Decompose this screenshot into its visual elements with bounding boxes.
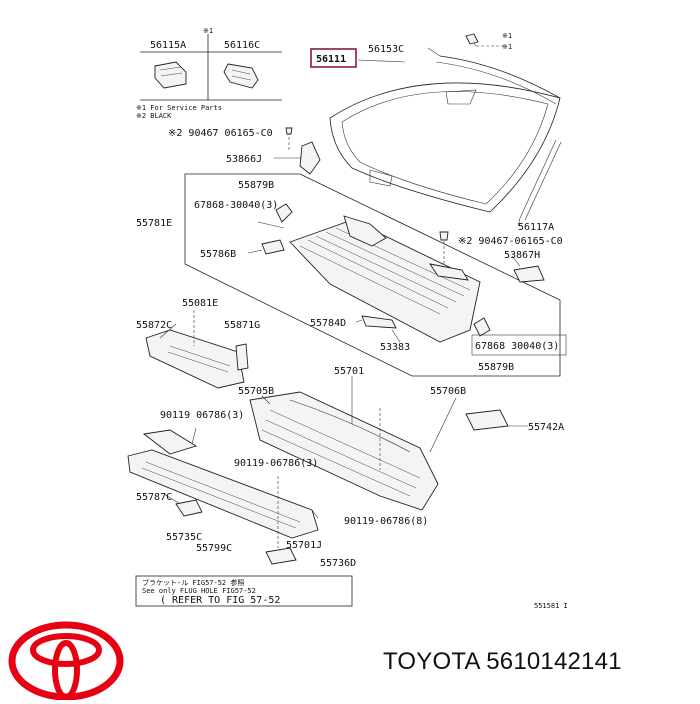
label-55781e: 55781E [136,218,172,229]
windshield-glass [329,33,562,227]
label-90119-a: 90119 06786(3) [160,410,244,421]
label-55701: 55701 [334,366,364,377]
label-55736d: 55736D [320,558,356,569]
bracket-55081e [145,310,249,389]
label-56111: 56111 [316,54,346,65]
clip-53866j [274,127,321,175]
label-55872c: 55872C [136,320,172,331]
label-figure-code: 551581 I [534,602,568,610]
cowl-ventilator-group [184,173,567,377]
cover-55742a [465,409,528,431]
label-55081e: 55081E [182,298,218,309]
label-star1-right-a: ※1 [502,32,512,40]
label-55871g: 55871G [224,320,260,331]
label-ref-line2: See only FLUG HOLE FIG57-52 [142,587,256,595]
label-star1-right-b: ※1 [502,43,512,51]
label-ref-line3: ( REFER TO FIG 57-52 [160,595,280,606]
label-note-black: ※2 BLACK [136,112,172,120]
lower-cowl-55787c [127,427,319,565]
label-56116c: 56116C [224,40,260,51]
label-55879b-bottom: 55879B [478,362,514,373]
label-53867h: 53867H [504,250,540,261]
cowl-panel-55701 [249,376,457,511]
label-53383: 53383 [380,342,410,353]
label-55784d: 55784D [310,318,346,329]
label-90119-c: 90119-06786(8) [344,516,428,527]
part-number: 5610142141 [486,648,622,675]
part-labels: 56115A 56116C ※1 ※1 For Service Parts ※2… [136,27,568,610]
label-55879b-top: 55879B [238,180,274,191]
brand-name: TOYOTA [383,648,480,675]
label-55742a: 55742A [528,422,564,433]
clip-56116c-shape [223,63,259,89]
label-67868-left: 67868-30040(3) [194,200,278,211]
label-55799c: 55799C [196,543,232,554]
label-56117a: 56117A [518,222,554,233]
label-ref-line1: ブラケット-ル FIG57-52 参照 [142,578,244,587]
label-90467-top: ※2 90467 06165-C0 [168,128,273,139]
label-note-service: ※1 For Service Parts [136,104,222,112]
label-55735c: 55735C [166,532,202,543]
label-55705b: 55705B [238,386,274,397]
label-55701j: 55701J [286,540,322,551]
clip-56115a-shape [154,61,187,89]
service-parts-inset [140,34,282,101]
label-55786b: 55786B [200,249,236,260]
label-star1-top: ※1 [203,27,213,35]
label-55787c: 55787C [136,492,172,503]
label-67868-right: 67868 30040(3) [475,341,559,352]
highlight-box-56111 [310,48,357,68]
label-90467-right: ※2 90467-06165-C0 [458,236,563,247]
brand-caption: TOYOTA 5610142141 [383,648,622,676]
label-90119-b: 90119-06786(3) [234,458,318,469]
toyota-logo [8,621,124,701]
label-56115a: 56115A [150,40,186,51]
reference-box [135,575,353,607]
label-56153c: 56153C [368,44,404,55]
label-55706b: 55706B [430,386,466,397]
label-53866j: 53866J [226,154,262,165]
